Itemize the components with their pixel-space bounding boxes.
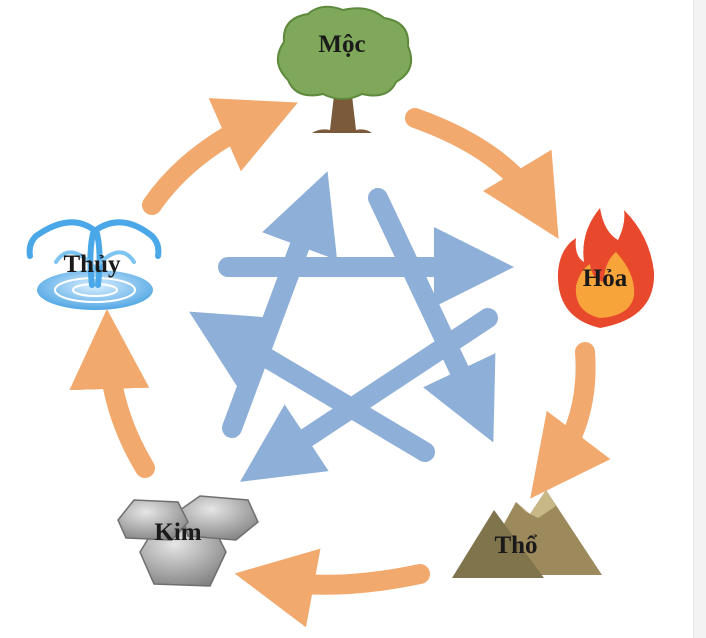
element-label-moc: Mộc xyxy=(318,31,365,58)
element-tho: Thổ xyxy=(452,490,602,578)
arrow-kim-to-thuy xyxy=(69,309,155,478)
arrow-tho-controls-thuy xyxy=(189,311,435,462)
element-label-hoa: Hỏa xyxy=(583,265,628,292)
arrow-moc-to-hoa xyxy=(405,108,559,239)
water-fountain-icon xyxy=(26,219,162,310)
element-moc: Mộc xyxy=(277,5,412,133)
element-hoa: Hỏa xyxy=(557,208,655,328)
mountain-icon xyxy=(452,490,602,578)
generating-cycle xyxy=(69,98,611,628)
scrollbar-track[interactable] xyxy=(693,0,706,638)
element-label-thuy: Thủy xyxy=(64,251,121,278)
element-label-kim: Kim xyxy=(154,519,201,546)
arrow-kim-controls-moc xyxy=(222,171,338,438)
arrow-tho-to-kim xyxy=(234,548,430,628)
five-elements-diagram: Mộc Hỏa Thổ Kim xyxy=(26,5,655,628)
fire-icon xyxy=(557,208,655,328)
arrow-hoa-to-tho xyxy=(530,342,611,499)
arrow-moc-controls-tho xyxy=(368,188,496,443)
arrow-hoa-controls-kim xyxy=(239,308,498,482)
element-label-tho: Thổ xyxy=(494,532,537,559)
controlling-cycle xyxy=(189,171,514,482)
arrow-thuy-to-moc xyxy=(142,98,298,215)
metal-ingots-icon xyxy=(117,495,259,587)
element-kim: Kim xyxy=(117,495,259,587)
tree-icon xyxy=(277,5,412,133)
element-thuy: Thủy xyxy=(26,219,162,310)
